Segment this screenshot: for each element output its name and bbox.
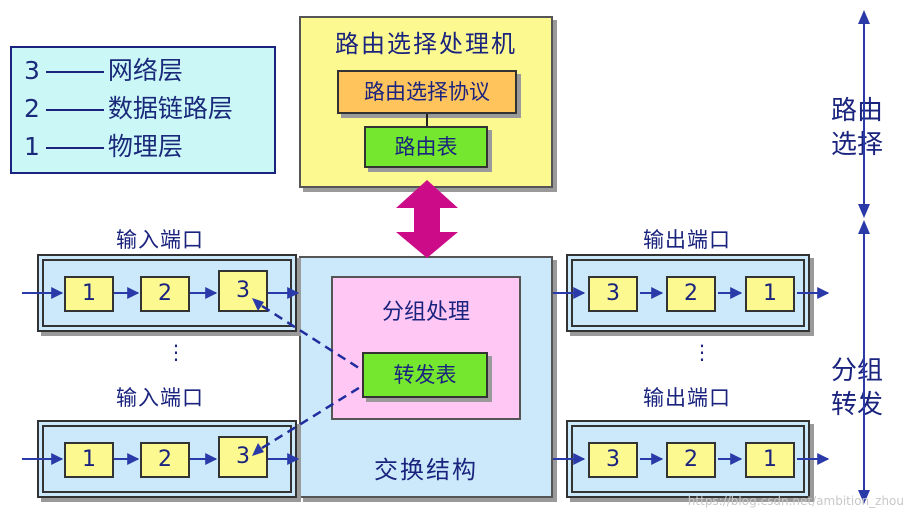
- routing-protocol-box: 路由选择协议: [337, 70, 517, 114]
- legend-item-physical: 1 物理层: [24, 132, 183, 162]
- output-port-top: 3 2 1: [566, 254, 810, 332]
- packet-processing-label: 分组处理: [381, 300, 470, 325]
- lookup-arrowhead: [252, 298, 264, 311]
- watermark: https://blog.csdn.net/ambition_zhou: [687, 494, 904, 508]
- legend-dash: [45, 109, 104, 111]
- arrowhead-down: [858, 490, 870, 504]
- side-label-routing-line2: 选择: [830, 130, 883, 160]
- input-port-top: 1 2 3: [37, 254, 297, 332]
- input-layer-2: 2: [140, 442, 190, 478]
- switch-fabric-label: 交换结构: [374, 456, 478, 484]
- input-layer-2: 2: [140, 276, 190, 312]
- output-layer-3: 3: [588, 276, 638, 312]
- input-layer-1: 1: [64, 442, 114, 478]
- output-layer-2: 2: [666, 442, 716, 478]
- side-label-forwarding: 分组 转发: [822, 354, 892, 422]
- output-port-bottom: 3 2 1: [566, 420, 810, 498]
- input-layer-1: 1: [64, 276, 114, 312]
- routing-table-box: 路由表: [364, 126, 488, 168]
- forwarding-table-box: 转发表: [362, 352, 488, 398]
- input-port-label-top: 输入端口: [116, 228, 204, 252]
- input-port-bottom: 1 2 3: [37, 420, 297, 498]
- legend-label: 网络层: [107, 56, 183, 85]
- arrowhead-up: [858, 10, 870, 24]
- output-layer-1: 1: [745, 276, 795, 312]
- output-port-label-bottom: 输出端口: [643, 386, 731, 410]
- legend-num: 3: [24, 56, 40, 85]
- lookup-arrowhead: [252, 443, 264, 456]
- output-layer-1: 1: [745, 442, 795, 478]
- arrowhead-down: [858, 204, 870, 218]
- legend-item-datalink: 2 数据链路层: [24, 94, 233, 124]
- input-layer-3: 3: [218, 436, 268, 478]
- routing-processor-title: 路由选择处理机: [335, 30, 517, 58]
- output-layer-3: 3: [588, 442, 638, 478]
- side-label-forwarding-line1: 分组: [830, 356, 883, 386]
- legend-label: 物理层: [107, 132, 183, 161]
- side-label-routing: 路由 选择: [822, 94, 892, 162]
- legend-num: 2: [24, 94, 40, 123]
- legend-item-network: 3 网络层: [24, 56, 183, 86]
- legend-dash: [45, 71, 104, 73]
- legend-dash: [45, 147, 104, 149]
- lookup-dashed-top: [261, 304, 363, 372]
- legend-num: 1: [24, 132, 40, 161]
- input-port-label-bottom: 输入端口: [116, 386, 204, 410]
- output-port-label-top: 输出端口: [643, 228, 731, 252]
- router-fabric-arrow: [396, 180, 458, 258]
- legend-box: 3 网络层 2 数据链路层 1 物理层: [10, 46, 276, 174]
- legend-label: 数据链路层: [107, 94, 233, 123]
- side-label-forwarding-line2: 转发: [830, 390, 883, 420]
- output-layer-2: 2: [666, 276, 716, 312]
- lookup-dashed-bottom: [261, 384, 363, 450]
- side-label-routing-line1: 路由: [830, 96, 883, 126]
- arrowhead-up: [858, 220, 870, 234]
